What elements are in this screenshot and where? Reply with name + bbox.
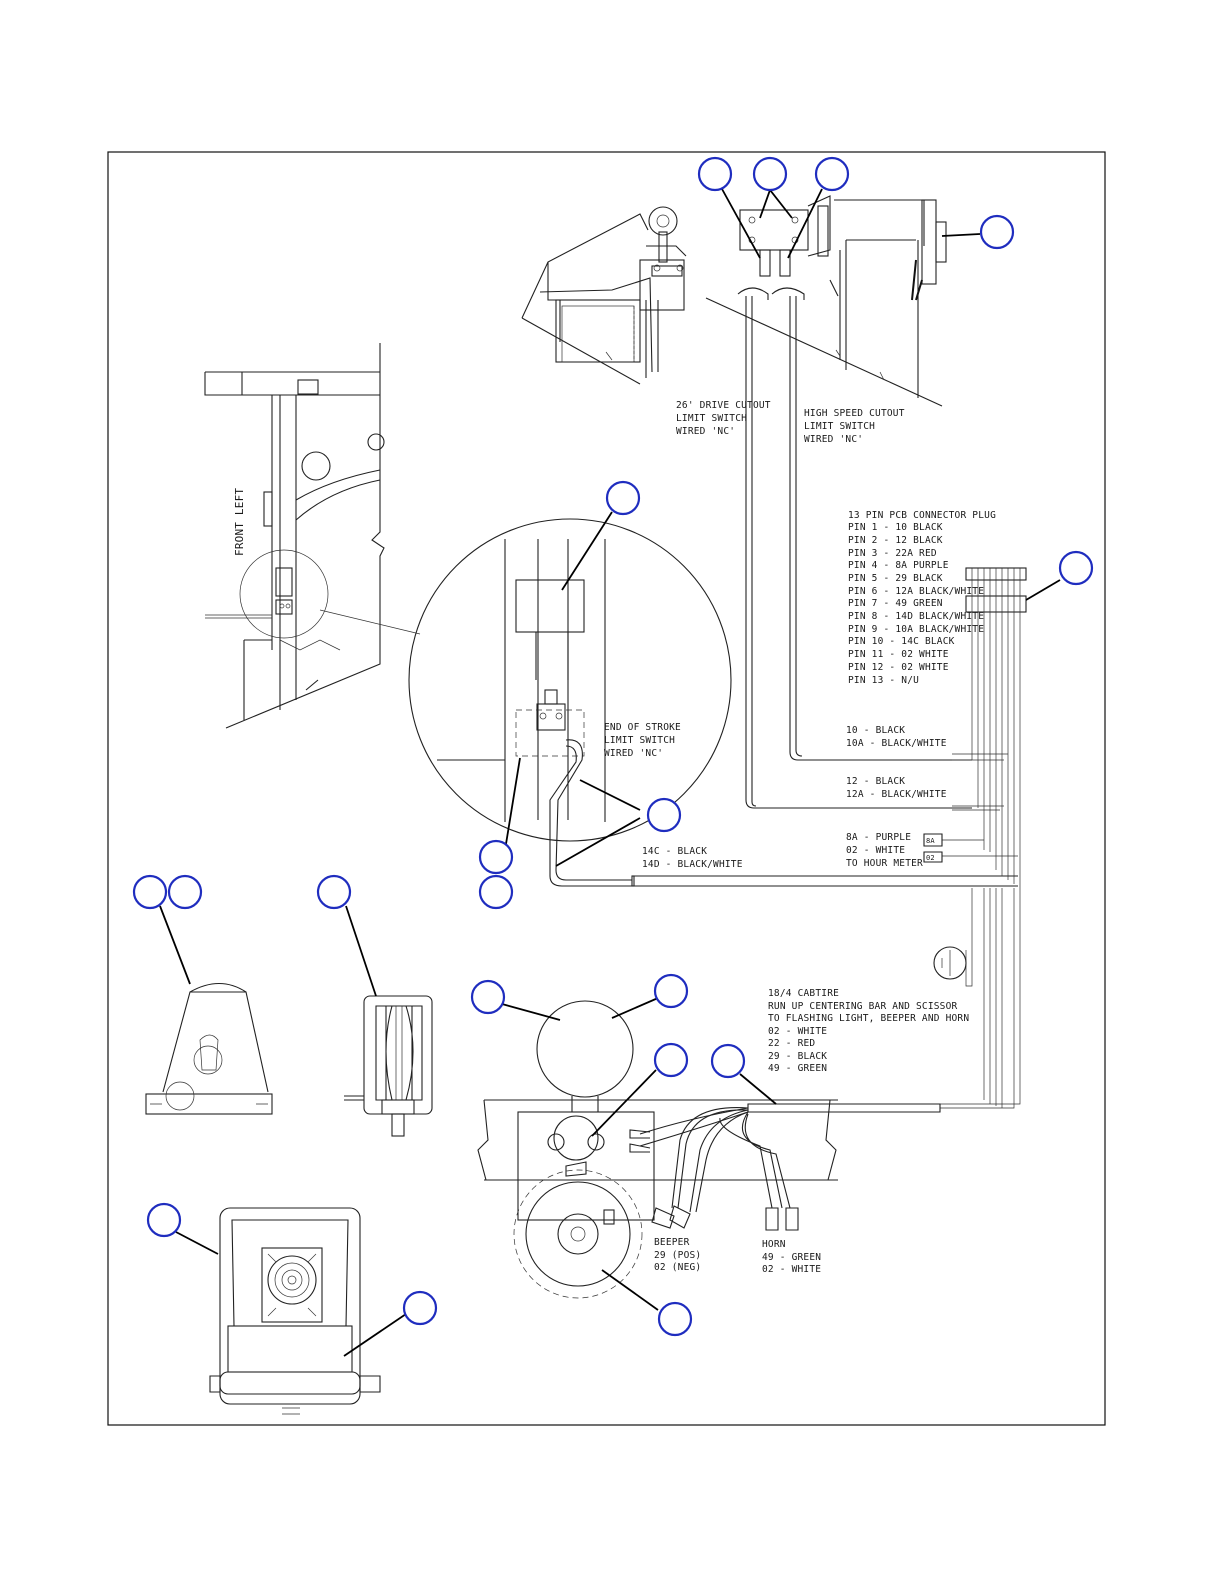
end-of-stroke-label: END OF STROKE LIMIT SWITCH WIRED 'NC' [604, 722, 681, 759]
svg-text:PIN 12 - 02 WHITE: PIN 12 - 02 WHITE [848, 662, 949, 673]
svg-text:LIMIT SWITCH: LIMIT SWITCH [604, 735, 675, 746]
svg-text:HORN: HORN [762, 1239, 786, 1250]
drive-cutout-label: 26' DRIVE CUTOUT LIMIT SWITCH WIRED 'NC' [676, 400, 771, 437]
plug-tag-02: 02 [926, 854, 935, 862]
svg-text:PIN 8 - 14D BLACK/WHITE: PIN 8 - 14D BLACK/WHITE [848, 611, 984, 622]
svg-text:02 (NEG): 02 (NEG) [654, 1262, 701, 1273]
callout-bubble [710, 1043, 746, 1079]
svg-text:PIN 7 - 49 GREEN: PIN 7 - 49 GREEN [848, 598, 943, 609]
high-speed-cutout-switch-drawing [705, 195, 972, 809]
svg-text:PIN 1 - 10 BLACK: PIN 1 - 10 BLACK [848, 522, 943, 533]
plug-tag-8a: 8A [926, 837, 935, 845]
callout-bubble [167, 874, 203, 910]
callout-bubbles [132, 156, 1094, 1337]
svg-text:12A - BLACK/WHITE: 12A - BLACK/WHITE [846, 789, 947, 800]
callout-bubble [646, 797, 682, 833]
callout-bubble [146, 1202, 182, 1238]
callout-bubble [605, 480, 641, 516]
svg-text:10 - BLACK: 10 - BLACK [846, 725, 905, 736]
svg-text:8A - PURPLE: 8A - PURPLE [846, 832, 911, 843]
svg-text:BEEPER: BEEPER [654, 1237, 690, 1248]
horn-speaker-drawing [209, 1207, 381, 1415]
connector-pinout-label: 13 PIN PCB CONNECTOR PLUG PIN 1 - 10 BLA… [848, 510, 996, 686]
beeper-assembly-drawing [477, 1000, 941, 1299]
callout-leaders [159, 188, 1061, 1357]
callout-bubble [653, 973, 689, 1009]
relay-unit-drawing [344, 995, 433, 1137]
svg-text:14C - BLACK: 14C - BLACK [642, 846, 707, 857]
svg-text:PIN 3 - 22A RED: PIN 3 - 22A RED [848, 548, 937, 559]
svg-text:02 - WHITE: 02 - WHITE [846, 845, 905, 856]
svg-text:LIMIT SWITCH: LIMIT SWITCH [676, 413, 747, 424]
high-speed-cutout-label: HIGH SPEED CUTOUT LIMIT SWITCH WIRED 'NC… [804, 408, 905, 445]
svg-text:PIN 10 - 14C BLACK: PIN 10 - 14C BLACK [848, 636, 955, 647]
svg-text:PIN 6 - 12A BLACK/WHITE: PIN 6 - 12A BLACK/WHITE [848, 586, 984, 597]
svg-text:HIGH SPEED CUTOUT: HIGH SPEED CUTOUT [804, 408, 905, 419]
svg-text:49 - GREEN: 49 - GREEN [768, 1063, 827, 1074]
wire-14-label: 14C - BLACK 14D - BLACK/WHITE [642, 846, 743, 870]
svg-text:02 - WHITE: 02 - WHITE [762, 1264, 821, 1275]
drive-cutout-switch-drawing [521, 206, 687, 385]
svg-text:14D - BLACK/WHITE: 14D - BLACK/WHITE [642, 859, 743, 870]
svg-text:WIRED 'NC': WIRED 'NC' [676, 426, 735, 437]
horn-label: HORN 49 - GREEN 02 - WHITE [762, 1239, 821, 1275]
beeper-label: BEEPER 29 (POS) 02 (NEG) [654, 1237, 701, 1273]
svg-text:WIRED 'NC': WIRED 'NC' [804, 434, 863, 445]
callout-bubble [697, 156, 733, 192]
svg-text:LIMIT SWITCH: LIMIT SWITCH [804, 421, 875, 432]
svg-text:PIN 2 - 12 BLACK: PIN 2 - 12 BLACK [848, 535, 943, 546]
flashing-light-drawing [145, 982, 273, 1115]
svg-text:49 - GREEN: 49 - GREEN [762, 1252, 821, 1263]
callout-bubble [653, 1042, 689, 1078]
svg-text:10A - BLACK/WHITE: 10A - BLACK/WHITE [846, 738, 947, 749]
svg-text:END OF STROKE: END OF STROKE [604, 722, 681, 733]
svg-text:22 - RED: 22 - RED [768, 1038, 815, 1049]
callout-bubble [752, 156, 788, 192]
callout-bubble [979, 214, 1015, 250]
svg-text:WIRED 'NC': WIRED 'NC' [604, 748, 663, 759]
svg-text:RUN UP CENTERING BAR AND SCISS: RUN UP CENTERING BAR AND SCISSOR [768, 1001, 958, 1012]
wire-12-label: 12 - BLACK 12A - BLACK/WHITE [846, 776, 947, 800]
svg-text:TO FLASHING LIGHT, BEEPER AND: TO FLASHING LIGHT, BEEPER AND HORN [768, 1013, 969, 1024]
callout-bubble [470, 979, 506, 1015]
wire-10-label: 10 - BLACK 10A - BLACK/WHITE [846, 725, 947, 749]
callout-bubble [478, 874, 514, 910]
callout-bubble [402, 1290, 438, 1326]
callout-bubble [814, 156, 850, 192]
svg-text:13 PIN PCB CONNECTOR PLUG: 13 PIN PCB CONNECTOR PLUG [848, 510, 996, 521]
callout-bubble [657, 1301, 693, 1337]
front-left-label: FRONT LEFT [233, 488, 246, 556]
svg-text:02 - WHITE: 02 - WHITE [768, 1026, 827, 1037]
svg-text:29 - BLACK: 29 - BLACK [768, 1051, 827, 1062]
svg-text:PIN 9 - 10A BLACK/WHITE: PIN 9 - 10A BLACK/WHITE [848, 624, 984, 635]
svg-text:PIN 11 - 02 WHITE: PIN 11 - 02 WHITE [848, 649, 949, 660]
hour-meter-label: 8A - PURPLE 02 - WHITE TO HOUR METER [846, 832, 923, 869]
frame-front-left-drawing: FRONT LEFT [204, 343, 421, 729]
svg-text:PIN 5 - 29 BLACK: PIN 5 - 29 BLACK [848, 573, 943, 584]
connector-plug-drawing: 8A 02 [923, 567, 1027, 1109]
svg-text:12 - BLACK: 12 - BLACK [846, 776, 905, 787]
callout-bubble [132, 874, 168, 910]
svg-text:PIN 4 - 8A PURPLE: PIN 4 - 8A PURPLE [848, 560, 949, 571]
callout-bubble [1058, 550, 1094, 586]
cabtire-label: 18/4 CABTIRE RUN UP CENTERING BAR AND SC… [768, 988, 969, 1074]
svg-text:18/4 CABTIRE: 18/4 CABTIRE [768, 988, 839, 999]
svg-text:TO HOUR METER: TO HOUR METER [846, 858, 923, 869]
svg-text:26' DRIVE CUTOUT: 26' DRIVE CUTOUT [676, 400, 771, 411]
callout-bubble [316, 874, 352, 910]
end-of-stroke-detail [408, 518, 1018, 887]
svg-text:29 (POS): 29 (POS) [654, 1250, 701, 1261]
callout-bubble [478, 839, 514, 875]
svg-text:PIN 13 - N/U: PIN 13 - N/U [848, 675, 919, 686]
drawing-frame [107, 151, 1106, 1426]
